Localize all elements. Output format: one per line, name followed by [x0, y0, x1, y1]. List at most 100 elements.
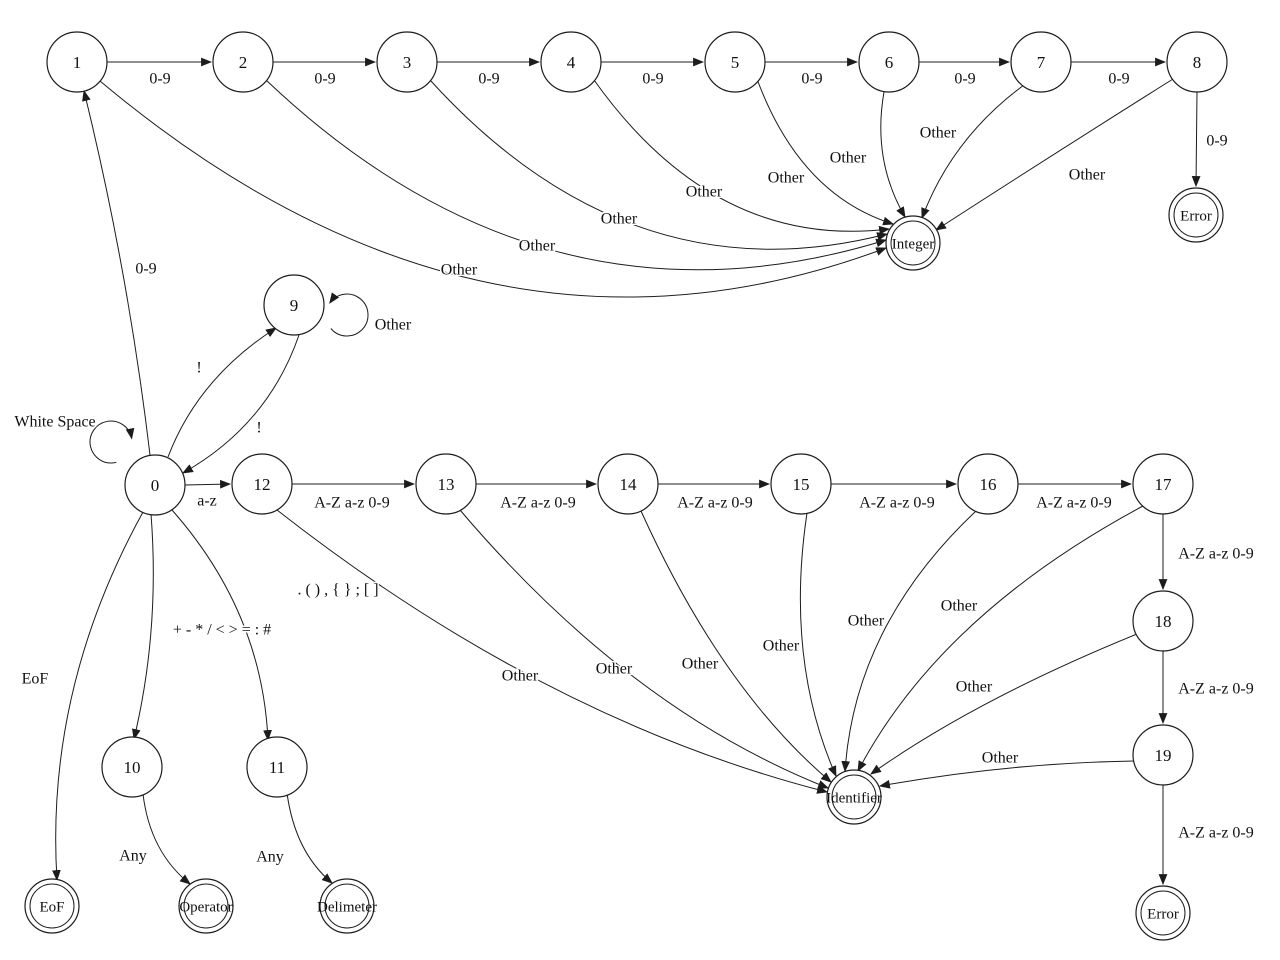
state-node-s1: 1	[46, 31, 108, 93]
state-node-s10: 10	[101, 736, 163, 798]
transition-label-s17-identifier: Other	[941, 598, 978, 615]
transition-label-s18-s19: A-Z a-z 0-9	[1178, 681, 1254, 698]
transition-edge-s0-s10	[132, 513, 154, 741]
transition-label-s0-eof: EoF	[22, 671, 49, 688]
state-label-s12: 12	[254, 475, 271, 494]
state-label-s0: 0	[151, 476, 160, 495]
transition-edge-s0-s11	[171, 509, 272, 742]
transition-edge-s0-s1	[82, 89, 151, 456]
transition-edge-s9-s0	[182, 334, 300, 474]
state-inner-circle-eof	[29, 883, 75, 929]
final-state-node-delimeter: Delimeter	[317, 878, 377, 934]
state-label-integer: Integer	[892, 236, 934, 252]
state-label-s8: 8	[1193, 53, 1202, 72]
transition-label-s8-integer: Other	[1069, 167, 1106, 184]
state-circle-s12	[231, 453, 293, 515]
state-circle-s0	[124, 454, 186, 516]
transition-label-s17-s18: A-Z a-z 0-9	[1178, 546, 1254, 563]
final-state-node-eof: EoF	[24, 878, 80, 934]
state-node-s19: 19	[1132, 724, 1194, 786]
transition-label-s0-s10: + - * / < > = : #	[173, 622, 271, 639]
transition-edge-s14-identifier	[640, 510, 832, 783]
transition-label-s9-loop: Other	[375, 317, 412, 334]
transition-label-s18-identifier: Other	[956, 679, 993, 696]
state-label-s2: 2	[239, 53, 248, 72]
state-label-s7: 7	[1037, 53, 1046, 72]
state-label-s19: 19	[1155, 746, 1172, 765]
state-label-s3: 3	[403, 53, 412, 72]
transition-edge-s0-s12	[184, 479, 232, 489]
transition-label-s13-identifier: Other	[596, 661, 633, 678]
state-circle-s17	[1132, 453, 1194, 515]
transition-label-s4-integer: Other	[686, 184, 723, 201]
state-label-s14: 14	[620, 475, 638, 494]
transition-label-s6-integer: Other	[830, 150, 867, 167]
transition-label-s7-integer: Other	[920, 125, 957, 142]
state-inner-circle-errorTop	[1173, 192, 1219, 238]
state-label-s1: 1	[73, 53, 82, 72]
state-circle-s8	[1166, 31, 1228, 93]
state-label-s5: 5	[731, 53, 740, 72]
transition-label-s12-identifier: Other	[502, 668, 539, 685]
transition-edge-s9-loop	[329, 292, 369, 337]
transition-edge-s1-integer	[99, 80, 888, 298]
state-node-s3: 3	[376, 31, 438, 93]
state-label-s4: 4	[567, 53, 576, 72]
state-circle-s5	[704, 31, 766, 93]
state-circle-s4	[540, 31, 602, 93]
state-node-s6: 6	[858, 31, 920, 93]
transition-edge-s11-delimeter	[286, 792, 333, 884]
state-circle-s3	[376, 31, 438, 93]
state-node-s11: 11	[246, 736, 308, 798]
transition-edge-s4-integer	[593, 79, 891, 235]
transition-label-s5-integer: Other	[768, 170, 805, 187]
state-label-errorBottom: Error	[1147, 906, 1179, 922]
transition-edge-s18-identifier	[870, 633, 1138, 775]
state-label-s11: 11	[269, 758, 285, 777]
transition-edge-s16-identifier	[841, 510, 977, 773]
transition-edge-s17-identifier	[857, 505, 1144, 772]
transition-edge-s19-identifier	[878, 760, 1135, 789]
state-label-s13: 13	[438, 475, 455, 494]
final-state-node-errorBottom: Error	[1135, 885, 1191, 941]
transition-edge-s6-integer	[880, 91, 906, 218]
state-inner-circle-operator	[183, 883, 229, 929]
state-label-operator: Operator	[179, 899, 232, 915]
state-node-s9: 9	[263, 274, 325, 336]
transition-label-s11-delimeter: Any	[256, 849, 284, 866]
state-circle-s15	[770, 453, 832, 515]
transition-label-s5-s6: 0-9	[801, 71, 822, 88]
state-node-s12: 12	[231, 453, 293, 515]
transition-label-s0-loop: White Space	[14, 414, 95, 431]
state-label-s9: 9	[290, 296, 299, 315]
state-node-s13: 13	[415, 453, 477, 515]
transition-label-s0-s11: . ( ) , { } ; [ ]	[297, 582, 378, 599]
transition-edge-s15-identifier	[799, 512, 837, 778]
state-circle-s14	[597, 453, 659, 515]
state-circle-s16	[957, 453, 1019, 515]
state-node-s18: 18	[1132, 590, 1194, 652]
transition-label-s4-s5: 0-9	[642, 71, 663, 88]
transition-label-s9-s0: !	[256, 420, 261, 437]
state-node-s7: 7	[1010, 31, 1072, 93]
transition-label-s0-s12: a-z	[197, 493, 217, 510]
state-circle-s9	[263, 274, 325, 336]
state-label-s18: 18	[1155, 612, 1172, 631]
state-inner-circle-delimeter	[324, 883, 370, 929]
state-label-s15: 15	[793, 475, 810, 494]
state-node-s5: 5	[704, 31, 766, 93]
state-circle-s1	[46, 31, 108, 93]
transition-label-s8-errorTop: 0-9	[1206, 133, 1227, 150]
transition-label-s0-s9: !	[196, 360, 201, 377]
transition-label-s16-identifier: Other	[848, 613, 885, 630]
state-circle-s10	[101, 736, 163, 798]
transition-edge-s12-identifier	[276, 509, 829, 794]
state-node-s17: 17	[1132, 453, 1194, 515]
transition-edge-s3-integer	[429, 79, 889, 250]
transition-label-s2-s3: 0-9	[314, 71, 335, 88]
transition-edge-s5-integer	[756, 78, 895, 226]
state-node-s4: 4	[540, 31, 602, 93]
transition-label-s2-integer: Other	[519, 238, 556, 255]
state-circle-s19	[1132, 724, 1194, 786]
